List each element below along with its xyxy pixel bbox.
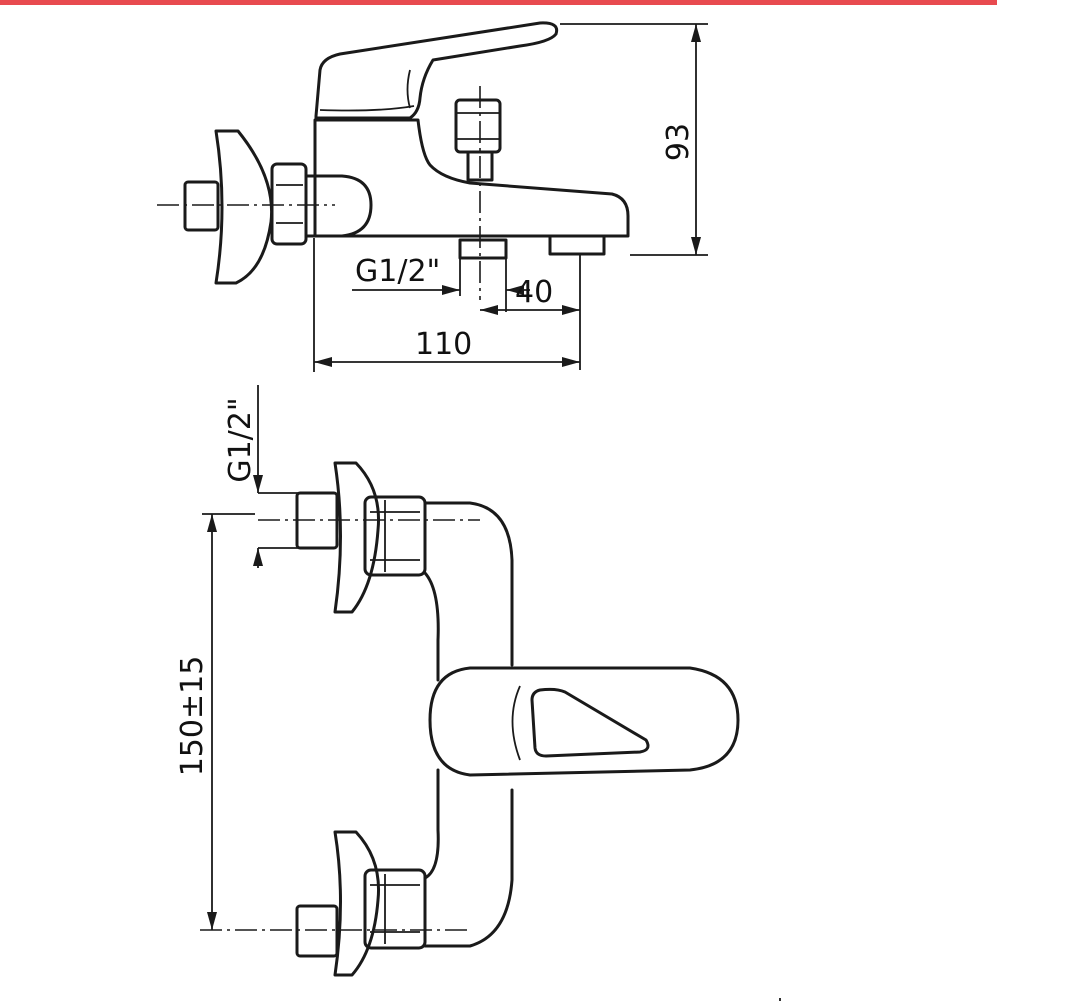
front-bottom-inlet	[295, 904, 339, 958]
dim-depth: 110	[313, 238, 580, 372]
side-wall-flange	[214, 129, 274, 285]
side-diverter-knob	[454, 98, 502, 154]
side-aerator	[548, 234, 606, 256]
dim-front-thread-label: G1/2"	[223, 397, 258, 482]
front-lever-body	[428, 666, 740, 777]
side-hex-nut	[270, 162, 308, 246]
dim-spout-offset: 40	[480, 255, 581, 370]
front-top-nut	[363, 495, 427, 577]
front-lever-window	[530, 687, 650, 758]
front-body-column	[423, 501, 514, 948]
side-view: 93 G1/2" 40 110	[157, 21, 708, 372]
front-top-flange	[333, 461, 381, 614]
dim-height-label: 93	[661, 123, 696, 161]
dim-front-thread: G1/2"	[223, 385, 300, 568]
front-bottom-flange	[333, 830, 381, 977]
side-bottom-inlet	[458, 238, 508, 260]
side-mixer-body	[313, 118, 630, 238]
dim-spacing: 150±15	[175, 513, 255, 930]
side-lever-handle	[314, 21, 559, 120]
side-body-connector	[304, 174, 373, 238]
dim-side-thread-label: G1/2"	[355, 254, 440, 289]
dim-depth-label: 110	[415, 327, 472, 362]
front-bottom-nut	[363, 868, 427, 950]
side-inlet-pipe	[183, 180, 220, 232]
dim-side-thread: G1/2"	[352, 254, 530, 312]
dim-height: 93	[560, 23, 708, 256]
top-accent-band	[0, 0, 997, 5]
dim-spacing-label: 150±15	[175, 656, 210, 777]
dim-spout-offset-label: 40	[515, 275, 553, 310]
front-view: G1/2" 150±15	[175, 385, 740, 977]
